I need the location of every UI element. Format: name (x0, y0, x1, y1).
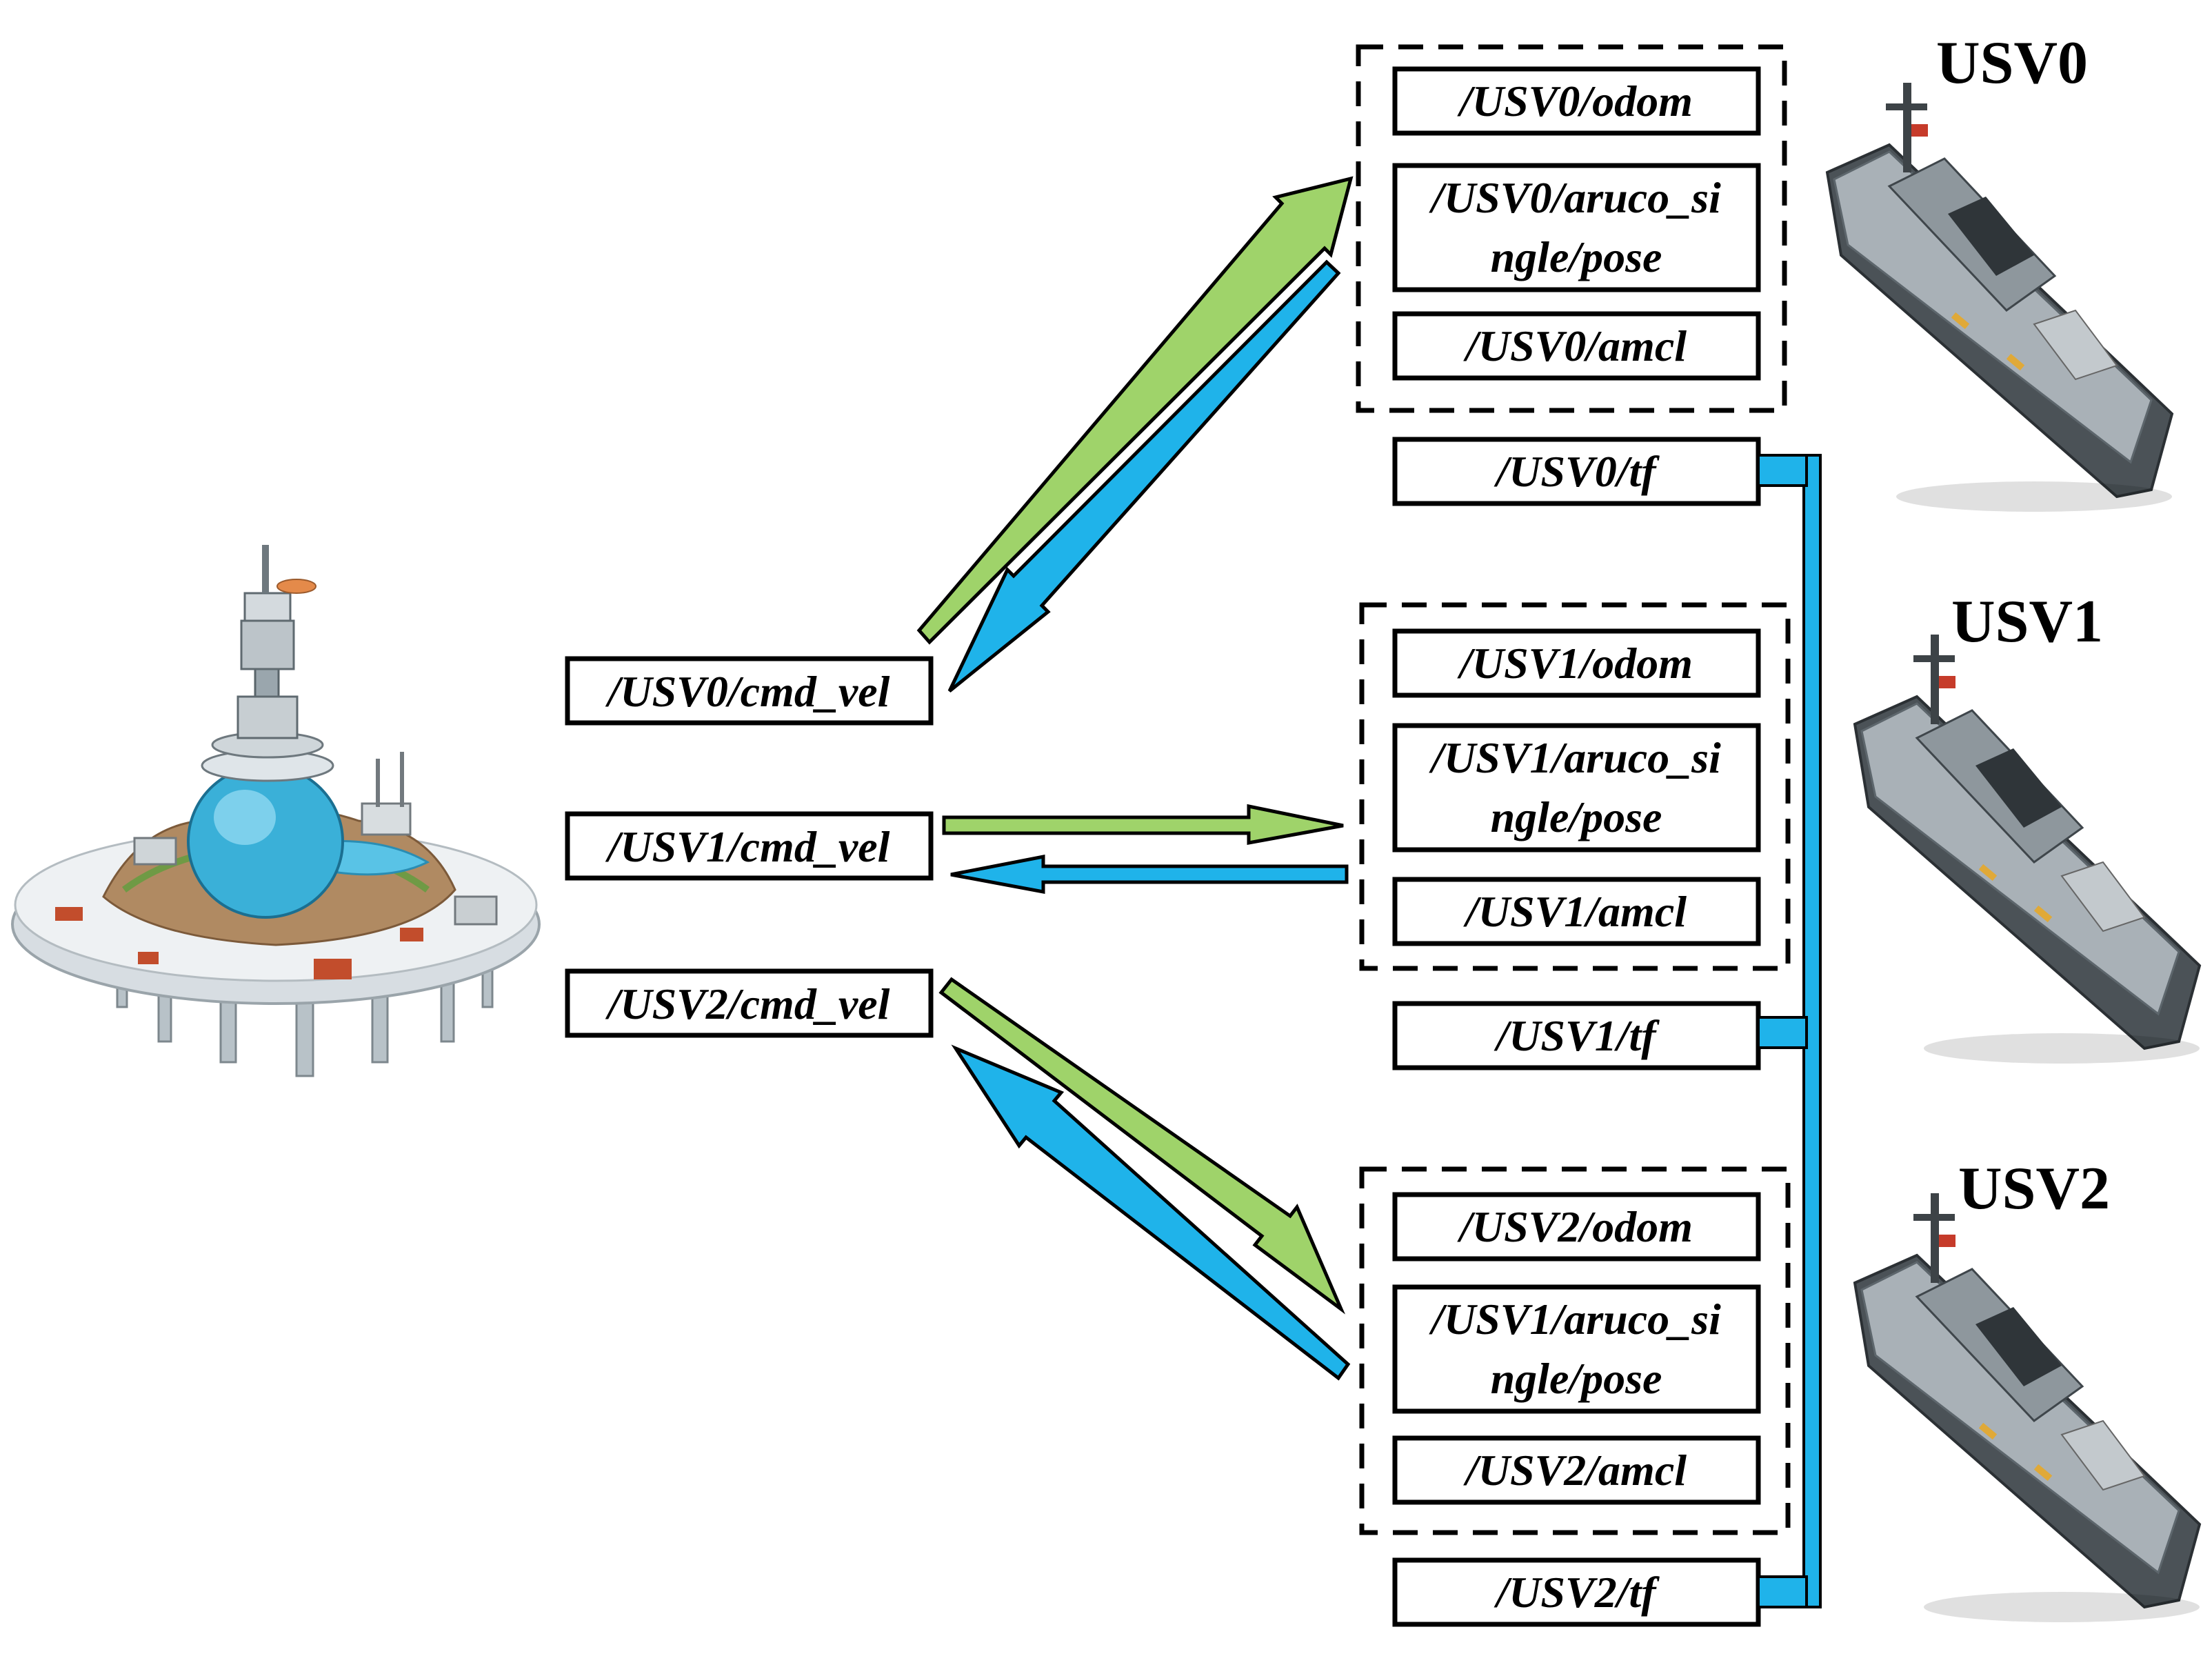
usv2-amcl-box (1392, 1435, 1761, 1505)
arrow-cmd-vel-to-usv0 (916, 176, 1354, 645)
arrow-cmd-vel-to-usv1 (942, 804, 1344, 845)
usv2-aruco-label-line2: ngle/pose (1491, 1354, 1662, 1403)
usv0-tf-box (1392, 437, 1761, 506)
cmd-vel-label-usv0: /USV0/cmd_vel (605, 667, 890, 716)
usv2-boat-icon (1853, 1192, 2201, 1624)
usv2-tf-box (1392, 1557, 1761, 1627)
cmd-vel-label-usv1: /USV1/cmd_vel (605, 822, 890, 871)
usv1-dashed-frame (1359, 602, 1791, 971)
tf-connector-usv1 (1757, 1016, 1808, 1049)
usv2-amcl-label: /USV2/amcl (1463, 1446, 1687, 1495)
ocean-platform-station-icon (11, 545, 541, 1077)
usv0-boat-icon (1826, 81, 2173, 513)
usv0-tf-label: /USV0/tf (1494, 447, 1660, 496)
cmd-vel-box-usv2 (565, 968, 934, 1038)
usv1-aruco-label-line2: ngle/pose (1491, 792, 1662, 841)
usv2-odom-box (1392, 1192, 1761, 1262)
usv2-tf-label: /USV2/tf (1494, 1568, 1660, 1617)
usv1-odom-box (1392, 628, 1761, 698)
usv1-amcl-label: /USV1/amcl (1463, 887, 1687, 936)
cmd-vel-box-usv1 (565, 811, 934, 881)
usv2-aruco-label-line1: /USV1/aruco_si (1429, 1295, 1721, 1344)
tf-bus (1757, 454, 1822, 1608)
arrow-usv2-to-cmd-vel (951, 1044, 1351, 1381)
cmd-vel-label-usv2: /USV2/cmd_vel (605, 979, 890, 1028)
cmd-vel-topics: /USV0/cmd_vel /USV1/cmd_vel /USV2/cmd_ve… (565, 656, 934, 1038)
tf-connector-usv0 (1757, 454, 1808, 487)
usv1-odom-label: /USV1/odom (1457, 639, 1693, 688)
usv0-aruco-box (1392, 163, 1761, 292)
usv1-title: USV1 (1951, 588, 2103, 655)
usv2-dashed-frame (1359, 1166, 1791, 1535)
usv0-title: USV0 (1936, 30, 2088, 97)
usv1-amcl-box (1392, 877, 1761, 946)
usv2-aruco-box (1392, 1284, 1761, 1414)
topic-arrows (916, 176, 1354, 1381)
usv2-topic-group: /USV2/odom /USV1/aruco_si ngle/pose /USV… (1359, 1166, 1791, 1627)
usv0-topic-group: /USV0/odom /USV0/aruco_si ngle/pose /USV… (1356, 44, 1787, 506)
usv0-amcl-label: /USV0/amcl (1463, 321, 1687, 370)
usv1-tf-label: /USV1/tf (1494, 1011, 1660, 1060)
usv0-odom-box (1392, 66, 1761, 136)
usv1-aruco-box (1392, 723, 1761, 853)
usv0-odom-label: /USV0/odom (1457, 77, 1693, 126)
arrow-cmd-vel-to-usv2 (938, 977, 1346, 1315)
cmd-vel-box-usv0 (565, 656, 934, 726)
arrow-usv1-to-cmd-vel (950, 854, 1349, 895)
usv0-dashed-frame (1356, 44, 1787, 413)
usv1-aruco-label-line1: /USV1/aruco_si (1429, 733, 1721, 782)
tf-connector-usv2 (1757, 1575, 1808, 1608)
usv1-boat-icon (1853, 633, 2201, 1065)
usv2-odom-label: /USV2/odom (1457, 1202, 1693, 1251)
usv0-amcl-box (1392, 311, 1761, 381)
usv0-aruco-label-line1: /USV0/aruco_si (1429, 173, 1721, 222)
usv0-aruco-label-line2: ngle/pose (1491, 232, 1662, 281)
arrow-usv0-to-cmd-vel (947, 259, 1341, 692)
usv2-title: USV2 (1958, 1155, 2110, 1222)
usv1-topic-group: /USV1/odom /USV1/aruco_si ngle/pose /USV… (1359, 602, 1791, 1070)
